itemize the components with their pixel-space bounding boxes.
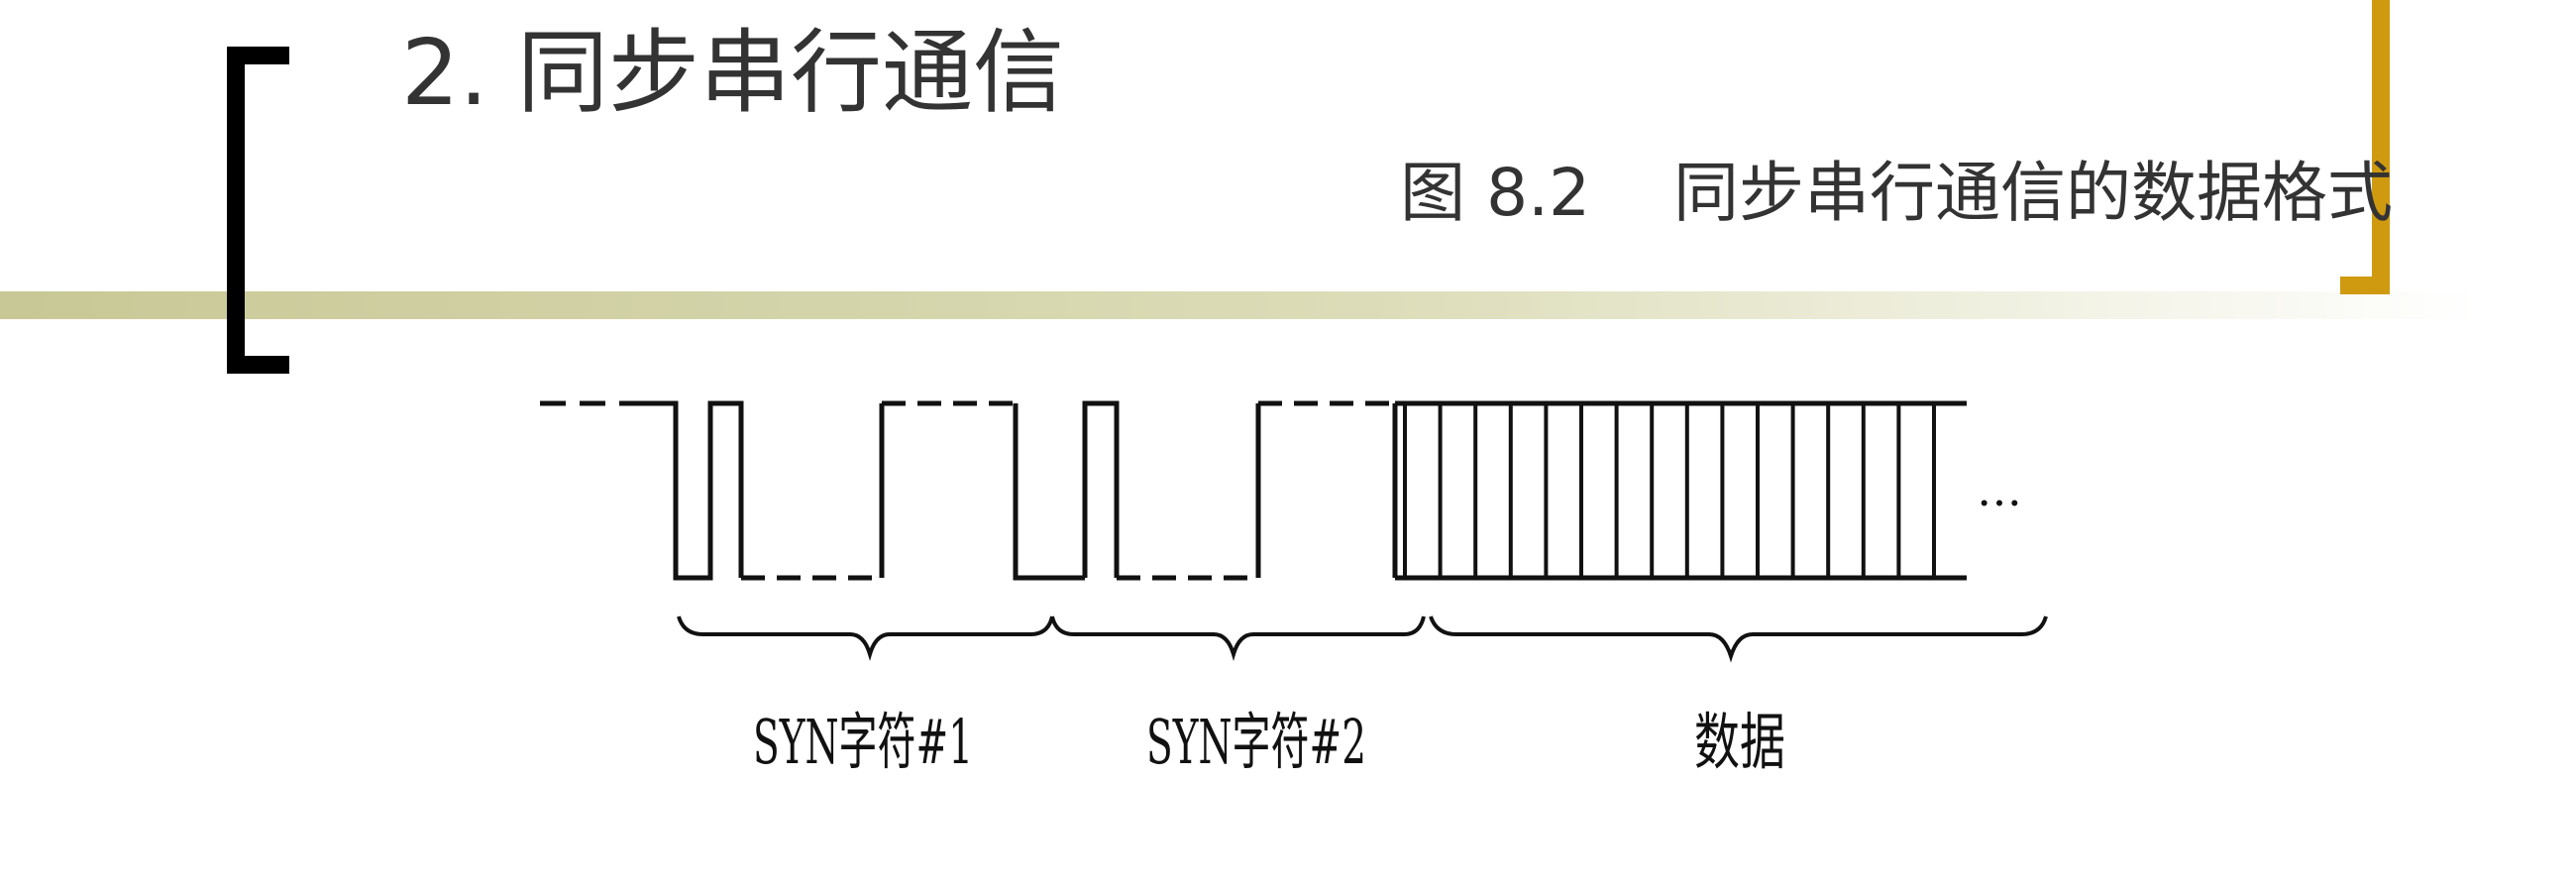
label-syn2: SYN字符#2: [1146, 706, 1366, 778]
data-bit-lines: [1403, 403, 1936, 578]
label-syn1: SYN字符#1: [753, 706, 973, 778]
continuation-ellipsis: …: [1977, 463, 2022, 516]
syn2-waveform: [1082, 400, 1120, 578]
left-bracket: [227, 47, 289, 374]
syn2-brace: [1050, 615, 1426, 661]
right-bracket: [2340, 0, 2390, 294]
data-brace: [1429, 615, 2048, 663]
syn1-brace: [677, 615, 1054, 661]
label-data: 数据: [1694, 706, 1785, 778]
divider-bar: [0, 291, 2477, 319]
slide-title: 2. 同步串行通信: [401, 20, 1065, 126]
waveform: [540, 400, 2048, 663]
syn1-waveform: [624, 400, 744, 581]
syn1-tail: [1013, 403, 1085, 581]
figure-caption: 图 8.2 同步串行通信的数据格式: [1400, 155, 2393, 231]
